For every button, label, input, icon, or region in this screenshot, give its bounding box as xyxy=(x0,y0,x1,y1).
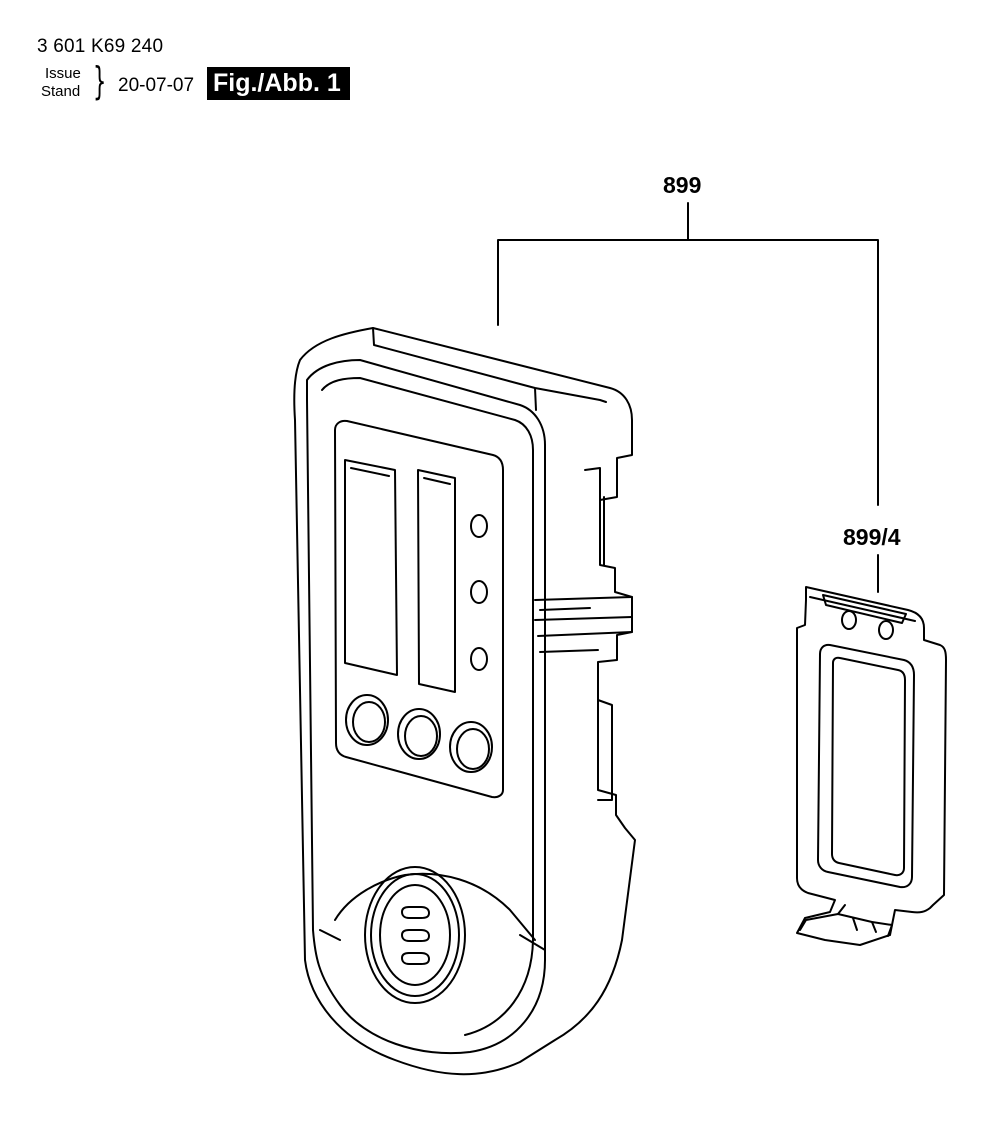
display-window-right xyxy=(417,469,456,693)
cover-hole-left xyxy=(841,610,857,630)
callout-899: 899 xyxy=(663,172,701,198)
issue-label: Issue xyxy=(45,65,81,82)
callout-899-4: 899/4 xyxy=(843,524,901,550)
button-middle xyxy=(397,708,441,760)
cover-frame-inner xyxy=(831,656,906,877)
leader-lines xyxy=(497,202,879,593)
led-indicator-middle xyxy=(470,580,488,604)
cover-frame-outer xyxy=(817,643,915,889)
led-indicator-top xyxy=(470,514,488,538)
button-left xyxy=(345,694,389,746)
cover-outline xyxy=(796,586,947,946)
button-right xyxy=(449,721,493,773)
issue-date: 20-07-07 xyxy=(118,75,195,96)
cover-hole-right xyxy=(878,620,894,640)
sensor-slot-3 xyxy=(401,952,430,965)
part-number: 3 601 K69 240 xyxy=(37,36,164,57)
battery-cover xyxy=(796,586,947,946)
sensor-slot-1 xyxy=(401,906,430,919)
laser-receiver-body xyxy=(293,327,636,1076)
groove-band xyxy=(534,596,633,653)
stand-label: Stand xyxy=(41,83,81,100)
brace-glyph: } xyxy=(93,59,107,103)
issue-stand-block: Issue Stand } 20-07-07 Fig./Abb. 1 xyxy=(41,59,461,114)
figure-badge: Fig./Abb. 1 xyxy=(207,67,350,100)
front-bevel xyxy=(306,359,546,1055)
housing-outline xyxy=(293,327,636,1076)
display-panel xyxy=(334,419,504,799)
led-indicator-bottom xyxy=(470,647,488,671)
receiver-sensor xyxy=(319,866,546,1004)
display-window-left xyxy=(344,459,398,676)
sensor-slot-2 xyxy=(401,929,430,942)
